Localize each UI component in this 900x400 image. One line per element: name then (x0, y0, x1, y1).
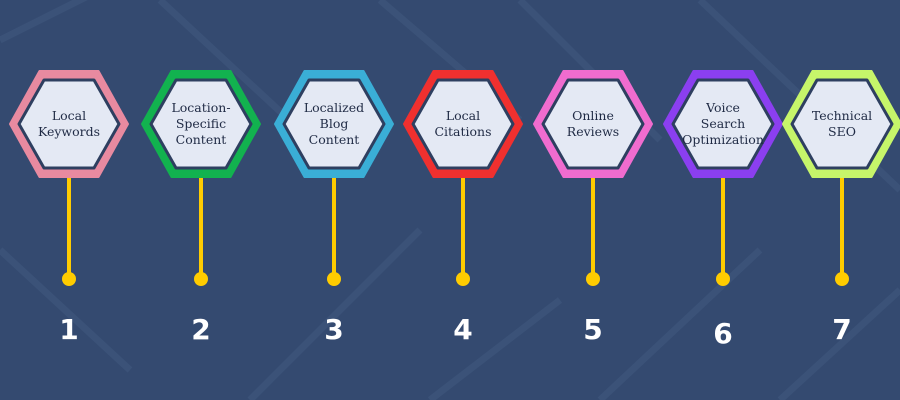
step-label-line: Specific (175, 116, 227, 131)
step-graphic (403, 70, 523, 286)
step-graphic (663, 70, 783, 286)
step-label-line: SEO (828, 124, 856, 139)
connector-dot (62, 272, 76, 286)
hexagon-inner (411, 78, 515, 170)
step-number: 7 (832, 313, 852, 346)
connector-dot (716, 272, 730, 286)
step-graphic (141, 70, 261, 286)
hexagon-inner (541, 78, 645, 170)
step-number: 1 (59, 313, 79, 346)
step-number: 3 (324, 313, 344, 346)
step-graphic (782, 70, 900, 286)
step-label-line: Reviews (566, 124, 620, 139)
step-number: 2 (191, 313, 211, 346)
step-graphic (533, 70, 653, 286)
step-label-line: Local (51, 108, 87, 123)
step-label-line: Local (445, 108, 481, 123)
step-label-line: Search (700, 116, 746, 131)
step-label-line: Blog (319, 116, 349, 131)
hexagon-inner (282, 78, 386, 170)
connector-dot (586, 272, 600, 286)
step-label-line: Technical (811, 108, 873, 123)
step-number: 6 (713, 317, 733, 350)
step-label-line: Optimization (682, 132, 764, 147)
step-graphic (9, 70, 129, 286)
step-label-line: Online (572, 108, 614, 123)
connector-dot (456, 272, 470, 286)
hexagon-inner (671, 78, 775, 170)
step-label-line: Keywords (37, 124, 101, 139)
step-label-line: Localized (303, 100, 365, 115)
connector-dot (194, 272, 208, 286)
step-number: 4 (453, 313, 473, 346)
hexagon-inner (149, 78, 253, 170)
step-label-line: Citations (434, 124, 492, 139)
step-label-line: Voice (706, 100, 740, 115)
step-label-line: Location- (171, 100, 231, 115)
connector-dot (835, 272, 849, 286)
step-number: 5 (583, 313, 603, 346)
step-label-line: Content (175, 132, 227, 147)
step-graphic (274, 70, 394, 286)
connector-dot (327, 272, 341, 286)
hexagon-inner (17, 78, 121, 170)
hexagon-inner (790, 78, 894, 170)
step-label-line: Content (308, 132, 360, 147)
